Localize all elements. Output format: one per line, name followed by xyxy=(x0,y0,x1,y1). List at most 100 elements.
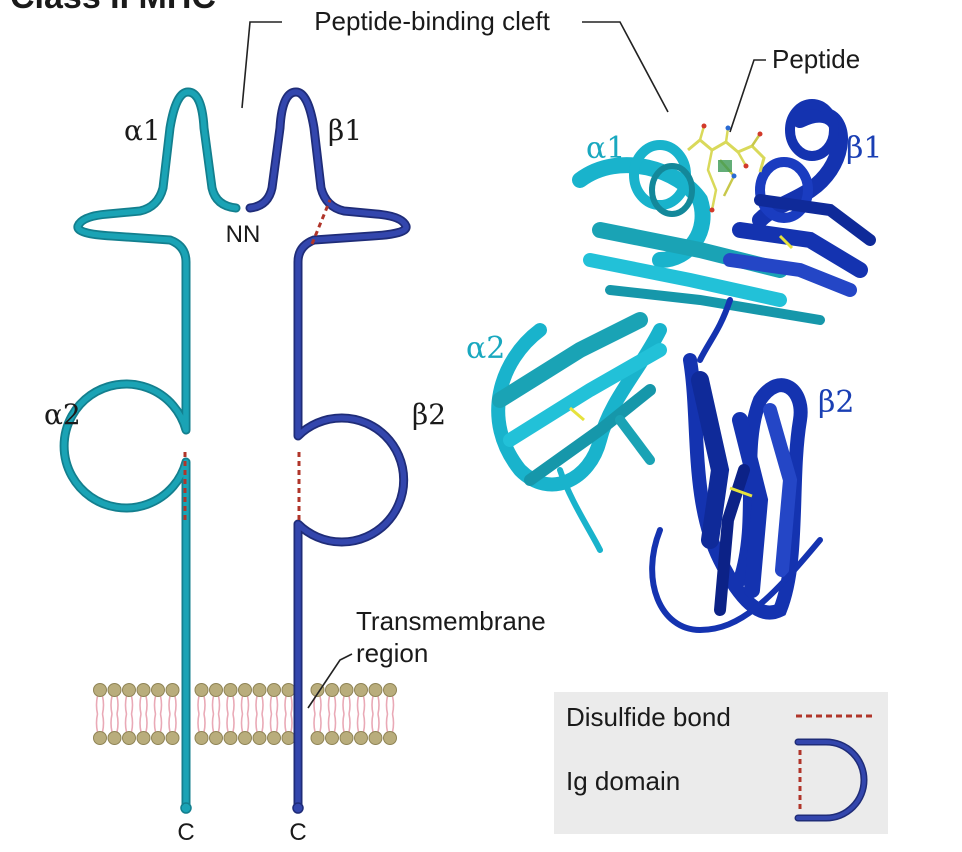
lipid-head xyxy=(93,731,107,745)
structure-model xyxy=(491,99,876,634)
lipid-tail xyxy=(217,695,221,715)
transmembrane-line2: region xyxy=(356,638,428,668)
lipid-tail xyxy=(153,713,157,733)
lipid-head xyxy=(209,683,223,697)
lipid-tail xyxy=(371,695,374,715)
figure-title: Class II MHC xyxy=(10,0,216,16)
lipid-head xyxy=(107,683,122,697)
lipid-head xyxy=(383,731,397,745)
lipid-tail xyxy=(168,695,171,715)
lipid-tail xyxy=(197,695,200,715)
lipid-head xyxy=(252,683,267,697)
lipid-tail xyxy=(159,713,163,733)
lipid-head xyxy=(281,731,296,745)
lipid-tail xyxy=(261,713,264,733)
lipid-head xyxy=(252,731,267,745)
schematic-alpha1-label: α1 xyxy=(124,114,161,147)
lipid-head xyxy=(339,683,354,697)
lipid-tail xyxy=(130,713,134,733)
lipid-head xyxy=(122,731,136,745)
lipid-tail xyxy=(255,713,258,733)
lipid-tail xyxy=(269,713,273,733)
lipid-tail xyxy=(116,713,119,733)
lipid-tail xyxy=(240,713,244,733)
lipid-tail xyxy=(211,695,215,715)
structure-beta1-label: β1 xyxy=(846,131,882,166)
transmembrane-line1: Transmembrane xyxy=(356,606,546,636)
alpha2-domain-ribbon xyxy=(491,312,667,553)
lipid-head xyxy=(194,731,209,745)
lipid-tail xyxy=(327,713,331,733)
lipid-head xyxy=(267,731,281,745)
lipid-tail xyxy=(203,695,206,715)
lipid-tail xyxy=(246,695,250,715)
lipid-tail xyxy=(391,695,395,715)
lipid-tail xyxy=(284,695,287,715)
lipid-head xyxy=(165,683,180,697)
beta-c-label: C xyxy=(289,819,306,846)
beta1-domain-ribbon xyxy=(697,99,876,363)
schematic-alpha2-label: α2 xyxy=(44,398,81,431)
lipid-tail xyxy=(377,695,380,715)
lipid-tail xyxy=(110,695,113,715)
lipid-head xyxy=(122,683,136,697)
lipid-head xyxy=(151,731,165,745)
transmembrane-leader xyxy=(307,653,353,709)
alpha-c-label: C xyxy=(177,819,194,846)
beta-chain-fill xyxy=(247,89,409,811)
lipid-tail xyxy=(319,695,322,715)
lipid-head xyxy=(136,731,151,745)
lipid-tail xyxy=(145,695,148,715)
lipid-head xyxy=(310,683,325,697)
lipid-tail xyxy=(246,713,250,733)
lipid-head xyxy=(339,731,354,745)
lipid-head xyxy=(209,731,223,745)
lipid-head xyxy=(223,731,238,745)
legend-disulfide-label: Disulfide bond xyxy=(566,702,731,732)
alpha-chain-fill xyxy=(61,89,239,811)
lipid-tail xyxy=(168,713,171,733)
lipid-tail xyxy=(139,713,142,733)
lipid-tail xyxy=(95,713,99,733)
n-terminus-label: NN xyxy=(226,221,261,248)
lipid-tail xyxy=(232,713,235,733)
lipid-tail xyxy=(211,713,215,733)
lipid-tail xyxy=(197,713,200,733)
lipid-head xyxy=(93,683,107,697)
lipid-tail xyxy=(101,695,105,715)
lipid-head xyxy=(151,683,165,697)
structure-alpha1-label: α1 xyxy=(586,131,625,166)
lipid-tail xyxy=(391,713,395,733)
lipid-tail xyxy=(371,713,374,733)
peptide-model xyxy=(687,123,766,213)
schematic-beta1-label: β1 xyxy=(328,114,362,147)
cleft-leader-left xyxy=(241,21,282,109)
lipid-head xyxy=(267,683,281,697)
lipid-tail xyxy=(101,713,105,733)
lipid-tail xyxy=(362,695,366,715)
lipid-tail xyxy=(232,695,235,715)
structure-alpha2-label: α2 xyxy=(466,331,505,366)
schematic-beta2-label: β2 xyxy=(412,398,446,431)
lipid-tail xyxy=(356,695,360,715)
lipid-tail xyxy=(269,695,273,715)
lipid-tail xyxy=(348,695,351,715)
lipid-tail xyxy=(377,713,380,733)
lipid-head xyxy=(354,731,368,745)
lipid-tail xyxy=(261,695,264,715)
lipid-head xyxy=(383,683,397,697)
lipid-head xyxy=(325,731,339,745)
lipid-tail xyxy=(342,695,345,715)
lipid-head xyxy=(194,683,209,697)
lipid-head xyxy=(310,731,325,745)
alpha-chain xyxy=(59,87,241,813)
lipid-tail xyxy=(333,695,337,715)
lipid-tail xyxy=(174,695,177,715)
alpha-c-terminus xyxy=(180,802,192,814)
lipid-tail xyxy=(342,713,345,733)
lipid-head xyxy=(107,731,122,745)
lipid-tail xyxy=(290,695,293,715)
lipid-tail xyxy=(333,713,337,733)
